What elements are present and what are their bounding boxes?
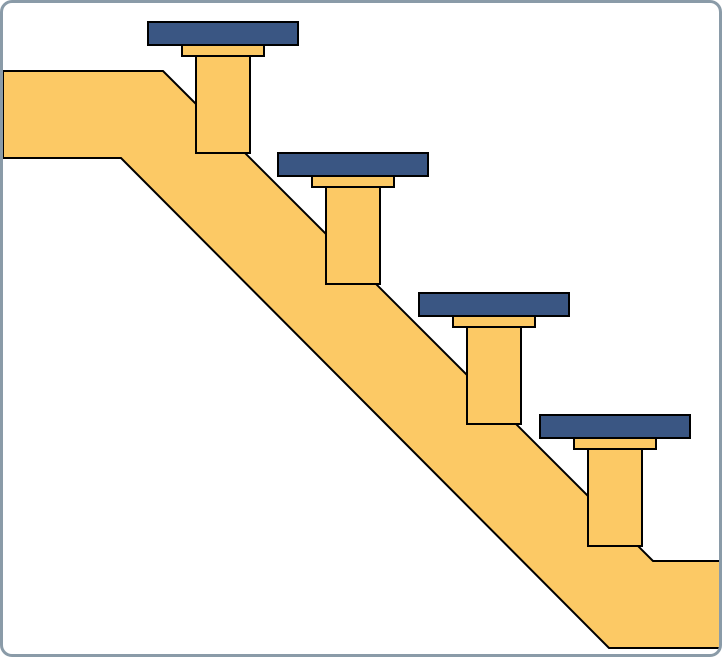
step-3 [418, 292, 570, 425]
step-post [325, 186, 381, 285]
step-cap-plate [452, 315, 536, 328]
step-cap-plate [573, 437, 657, 450]
step-2 [277, 152, 429, 285]
step-1 [147, 21, 299, 154]
step-tread [277, 152, 429, 177]
step-tread [147, 21, 299, 46]
step-post [466, 326, 522, 425]
steps-group [147, 21, 691, 547]
step-cap-plate [181, 44, 265, 57]
step-cap-plate [311, 175, 395, 188]
step-post [587, 448, 643, 547]
stair-diagram [3, 21, 719, 649]
step-4 [539, 414, 691, 547]
step-tread [539, 414, 691, 439]
step-tread [418, 292, 570, 317]
step-post [195, 55, 251, 154]
